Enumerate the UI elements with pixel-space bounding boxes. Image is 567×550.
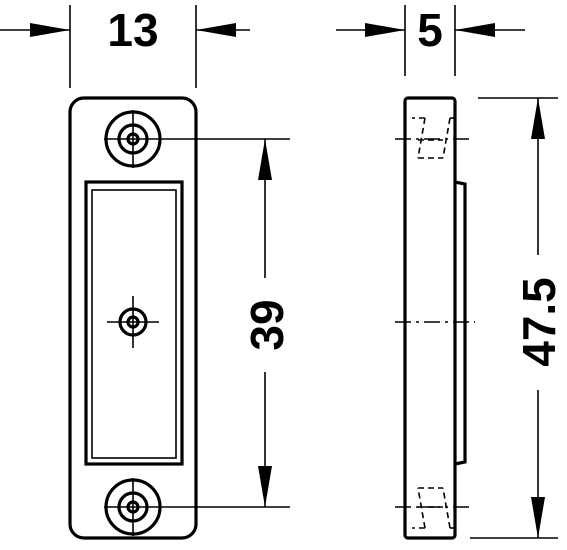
front-recess-outer [84, 180, 184, 466]
depth-arrow-left [365, 23, 405, 37]
depth-dimension-label: 5 [417, 4, 443, 56]
height-arrow-top [531, 98, 545, 139]
width-dimension-label: 13 [107, 4, 158, 56]
height-arrow-bottom [531, 497, 545, 538]
side-view [395, 96, 475, 540]
front-recess-inner [91, 189, 177, 459]
front-view [68, 96, 198, 540]
top-countersink-hidden [395, 117, 470, 159]
top-screw-hole [104, 110, 162, 168]
side-body-outline [403, 96, 457, 540]
hole-spacing-dimension: 39 [162, 138, 293, 508]
bottom-countersink-hidden [395, 487, 470, 529]
depth-dimension: 5 [336, 4, 525, 76]
bottom-screw-hole [104, 478, 162, 536]
height-dimension: 47.5 [470, 97, 565, 539]
hole-spacing-label: 39 [241, 299, 293, 350]
width-arrow-left [30, 23, 70, 37]
height-dimension-label: 47.5 [513, 277, 565, 367]
front-plate-outline [68, 96, 198, 540]
spacing-arrow-bottom [258, 466, 272, 507]
spacing-arrow-top [258, 139, 272, 180]
center-hole [107, 296, 159, 348]
side-rear-step [454, 180, 467, 466]
width-arrow-right [196, 23, 236, 37]
depth-arrow-right [455, 23, 495, 37]
width-dimension: 13 [0, 4, 250, 88]
